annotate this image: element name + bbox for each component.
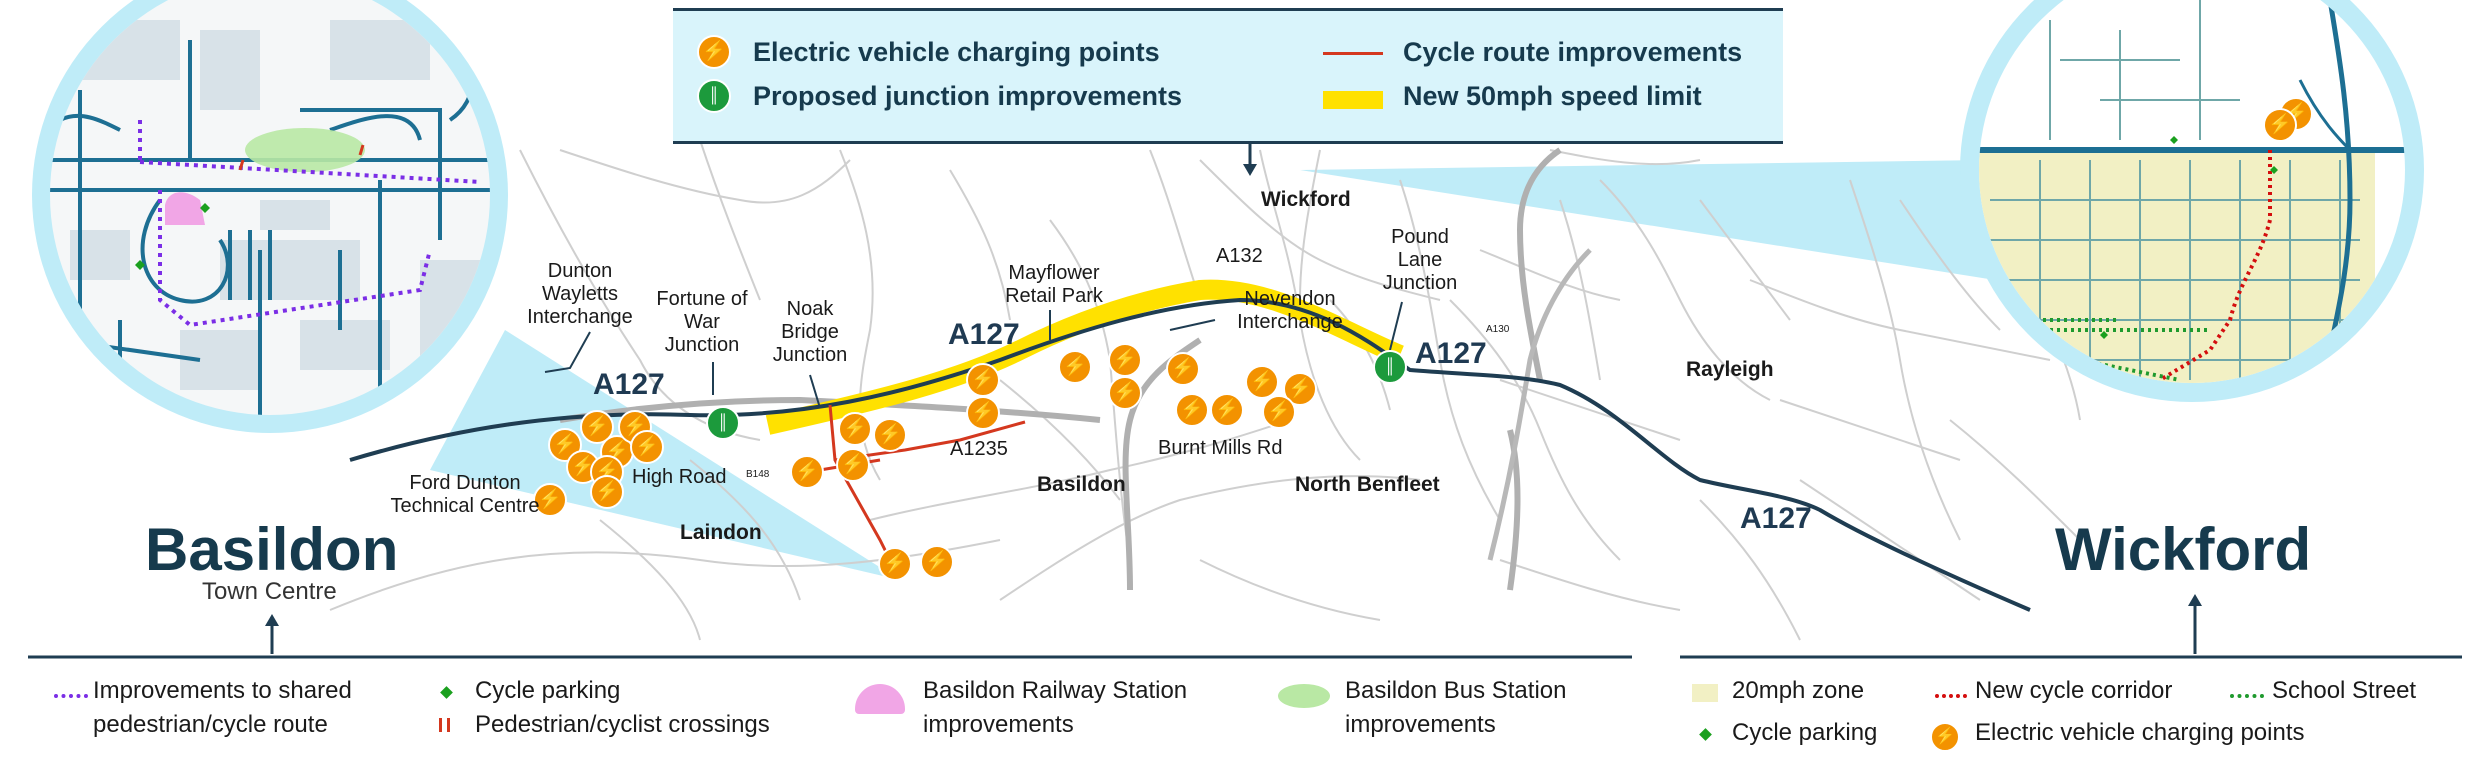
- ev-marker: ⚡: [790, 455, 824, 489]
- a130-road: [1487, 248, 1592, 561]
- ev-charging-bolt-icon: ⚡: [1930, 722, 1960, 752]
- label-pound-lane: Pound Lane Junction: [1382, 226, 1458, 294]
- legend-corridor: New cycle corridor: [1975, 677, 2173, 704]
- legend-cycle-parking-wickford: Cycle parking: [1732, 719, 1878, 746]
- label-a130: A130: [1486, 324, 1510, 335]
- legend-crossings: Pedestrian/cyclist crossings: [475, 711, 770, 738]
- top-legend: ⚡ Electric vehicle charging points ║ Pro…: [673, 8, 1783, 144]
- label-basildon-small: Basildon: [1037, 473, 1126, 496]
- label-burnt-mills: Burnt Mills Rd: [1158, 437, 1283, 459]
- title-wickford: Wickford: [2055, 516, 2312, 583]
- label-b148: B148: [746, 469, 770, 480]
- label-rayleigh: Rayleigh: [1686, 358, 1774, 381]
- ev-marker: ⚡: [966, 363, 1000, 397]
- wickford-callout-wedge: [1300, 160, 1995, 280]
- junction-improvement-icon: ║: [697, 79, 731, 113]
- school-street-swatch: [2230, 694, 2264, 698]
- wickford-inset: [1960, 0, 2424, 402]
- basildon-callout-wedge: [430, 330, 900, 580]
- label-north-benfleet: North Benfleet: [1295, 473, 1440, 496]
- ev-marker: ⚡: [1262, 395, 1296, 429]
- label-nevendon: Nevendon Interchange: [1237, 288, 1343, 333]
- label-ford-dunton: Ford Dunton Technical Centre: [390, 472, 540, 517]
- ev-marker: ⚡: [590, 475, 624, 509]
- legend-zone20: 20mph zone: [1732, 677, 1865, 704]
- shared-route-swatch: [54, 694, 88, 698]
- junction-fortune-of-war: ║: [706, 406, 740, 440]
- label-a127: A127: [1415, 337, 1487, 370]
- label-noak-bridge: Noak Bridge Junction: [772, 298, 848, 366]
- ev-marker: ⚡: [873, 418, 907, 452]
- label-a127: A127: [1740, 502, 1812, 535]
- ev-marker: ⚡: [1210, 393, 1244, 427]
- subtitle-town-centre: Town Centre: [202, 578, 337, 605]
- junction-pound-lane: ║: [1373, 350, 1407, 384]
- ev-marker: ⚡: [1058, 350, 1092, 384]
- crossing-icon: [439, 718, 442, 732]
- label-high-road: High Road: [632, 466, 727, 488]
- legend-junction: Proposed junction improvements: [753, 81, 1183, 111]
- ev-marker: ⚡: [533, 483, 567, 517]
- legend-shared-route: Improvements to shared pedestrian/cycle …: [93, 677, 352, 738]
- ev-marker: ⚡: [1245, 365, 1279, 399]
- ev-marker: ⚡: [1175, 393, 1209, 427]
- label-dunton-interchange: Dunton Wayletts Interchange: [527, 260, 633, 328]
- label-mayflower: Mayflower Retail Park: [1005, 262, 1103, 307]
- bus-station-swatch: [1278, 684, 1330, 708]
- cycle-route-swatch: [1323, 52, 1383, 55]
- label-laindon: Laindon: [680, 521, 762, 544]
- label-wickford-small: Wickford: [1261, 188, 1351, 211]
- legend-cycle: Cycle route improvements: [1403, 37, 1743, 67]
- ev-marker: ⚡: [1166, 352, 1200, 386]
- ev-marker: ⚡: [838, 412, 872, 446]
- speed-limit-swatch: [1323, 91, 1383, 109]
- zone20-swatch: [1692, 684, 1718, 702]
- legend-school: School Street: [2272, 677, 2417, 704]
- label-a127: A127: [593, 368, 665, 401]
- legend-cycle-parking: Cycle parking: [475, 677, 621, 704]
- legend-railway: Basildon Railway Station improvements: [923, 677, 1188, 738]
- label-a1235: A1235: [950, 438, 1008, 460]
- ev-marker: ⚡: [966, 396, 1000, 430]
- ev-marker: ⚡: [920, 545, 954, 579]
- cycle-corridor-swatch: [1935, 694, 1967, 698]
- ev-marker: ⚡: [1283, 372, 1317, 406]
- legend-ev: Electric vehicle charging points: [753, 37, 1160, 67]
- title-basildon: Basildon: [145, 516, 399, 583]
- label-a132: A132: [1216, 245, 1263, 267]
- ev-marker: ⚡: [2263, 108, 2297, 142]
- label-fortune-of-war: Fortune of War Junction: [656, 288, 748, 356]
- label-a127: A127: [948, 318, 1020, 351]
- crossing-icon: [447, 718, 450, 732]
- ev-marker: ⚡: [1108, 376, 1142, 410]
- legend-ev-wickford: Electric vehicle charging points: [1975, 719, 2305, 746]
- ev-marker: ⚡: [2279, 97, 2313, 131]
- leader-lines: [544, 301, 1403, 409]
- ev-charging-bolt-icon: ⚡: [697, 35, 731, 69]
- legend-speed: New 50mph speed limit: [1403, 81, 1702, 111]
- legend-bus: Basildon Bus Station improvements: [1345, 677, 1567, 738]
- ev-marker: ⚡: [630, 430, 664, 464]
- ev-marker: ⚡: [1108, 343, 1142, 377]
- basildon-inset: [32, 0, 508, 433]
- ev-marker: ⚡: [878, 547, 912, 581]
- ev-marker: ⚡: [836, 448, 870, 482]
